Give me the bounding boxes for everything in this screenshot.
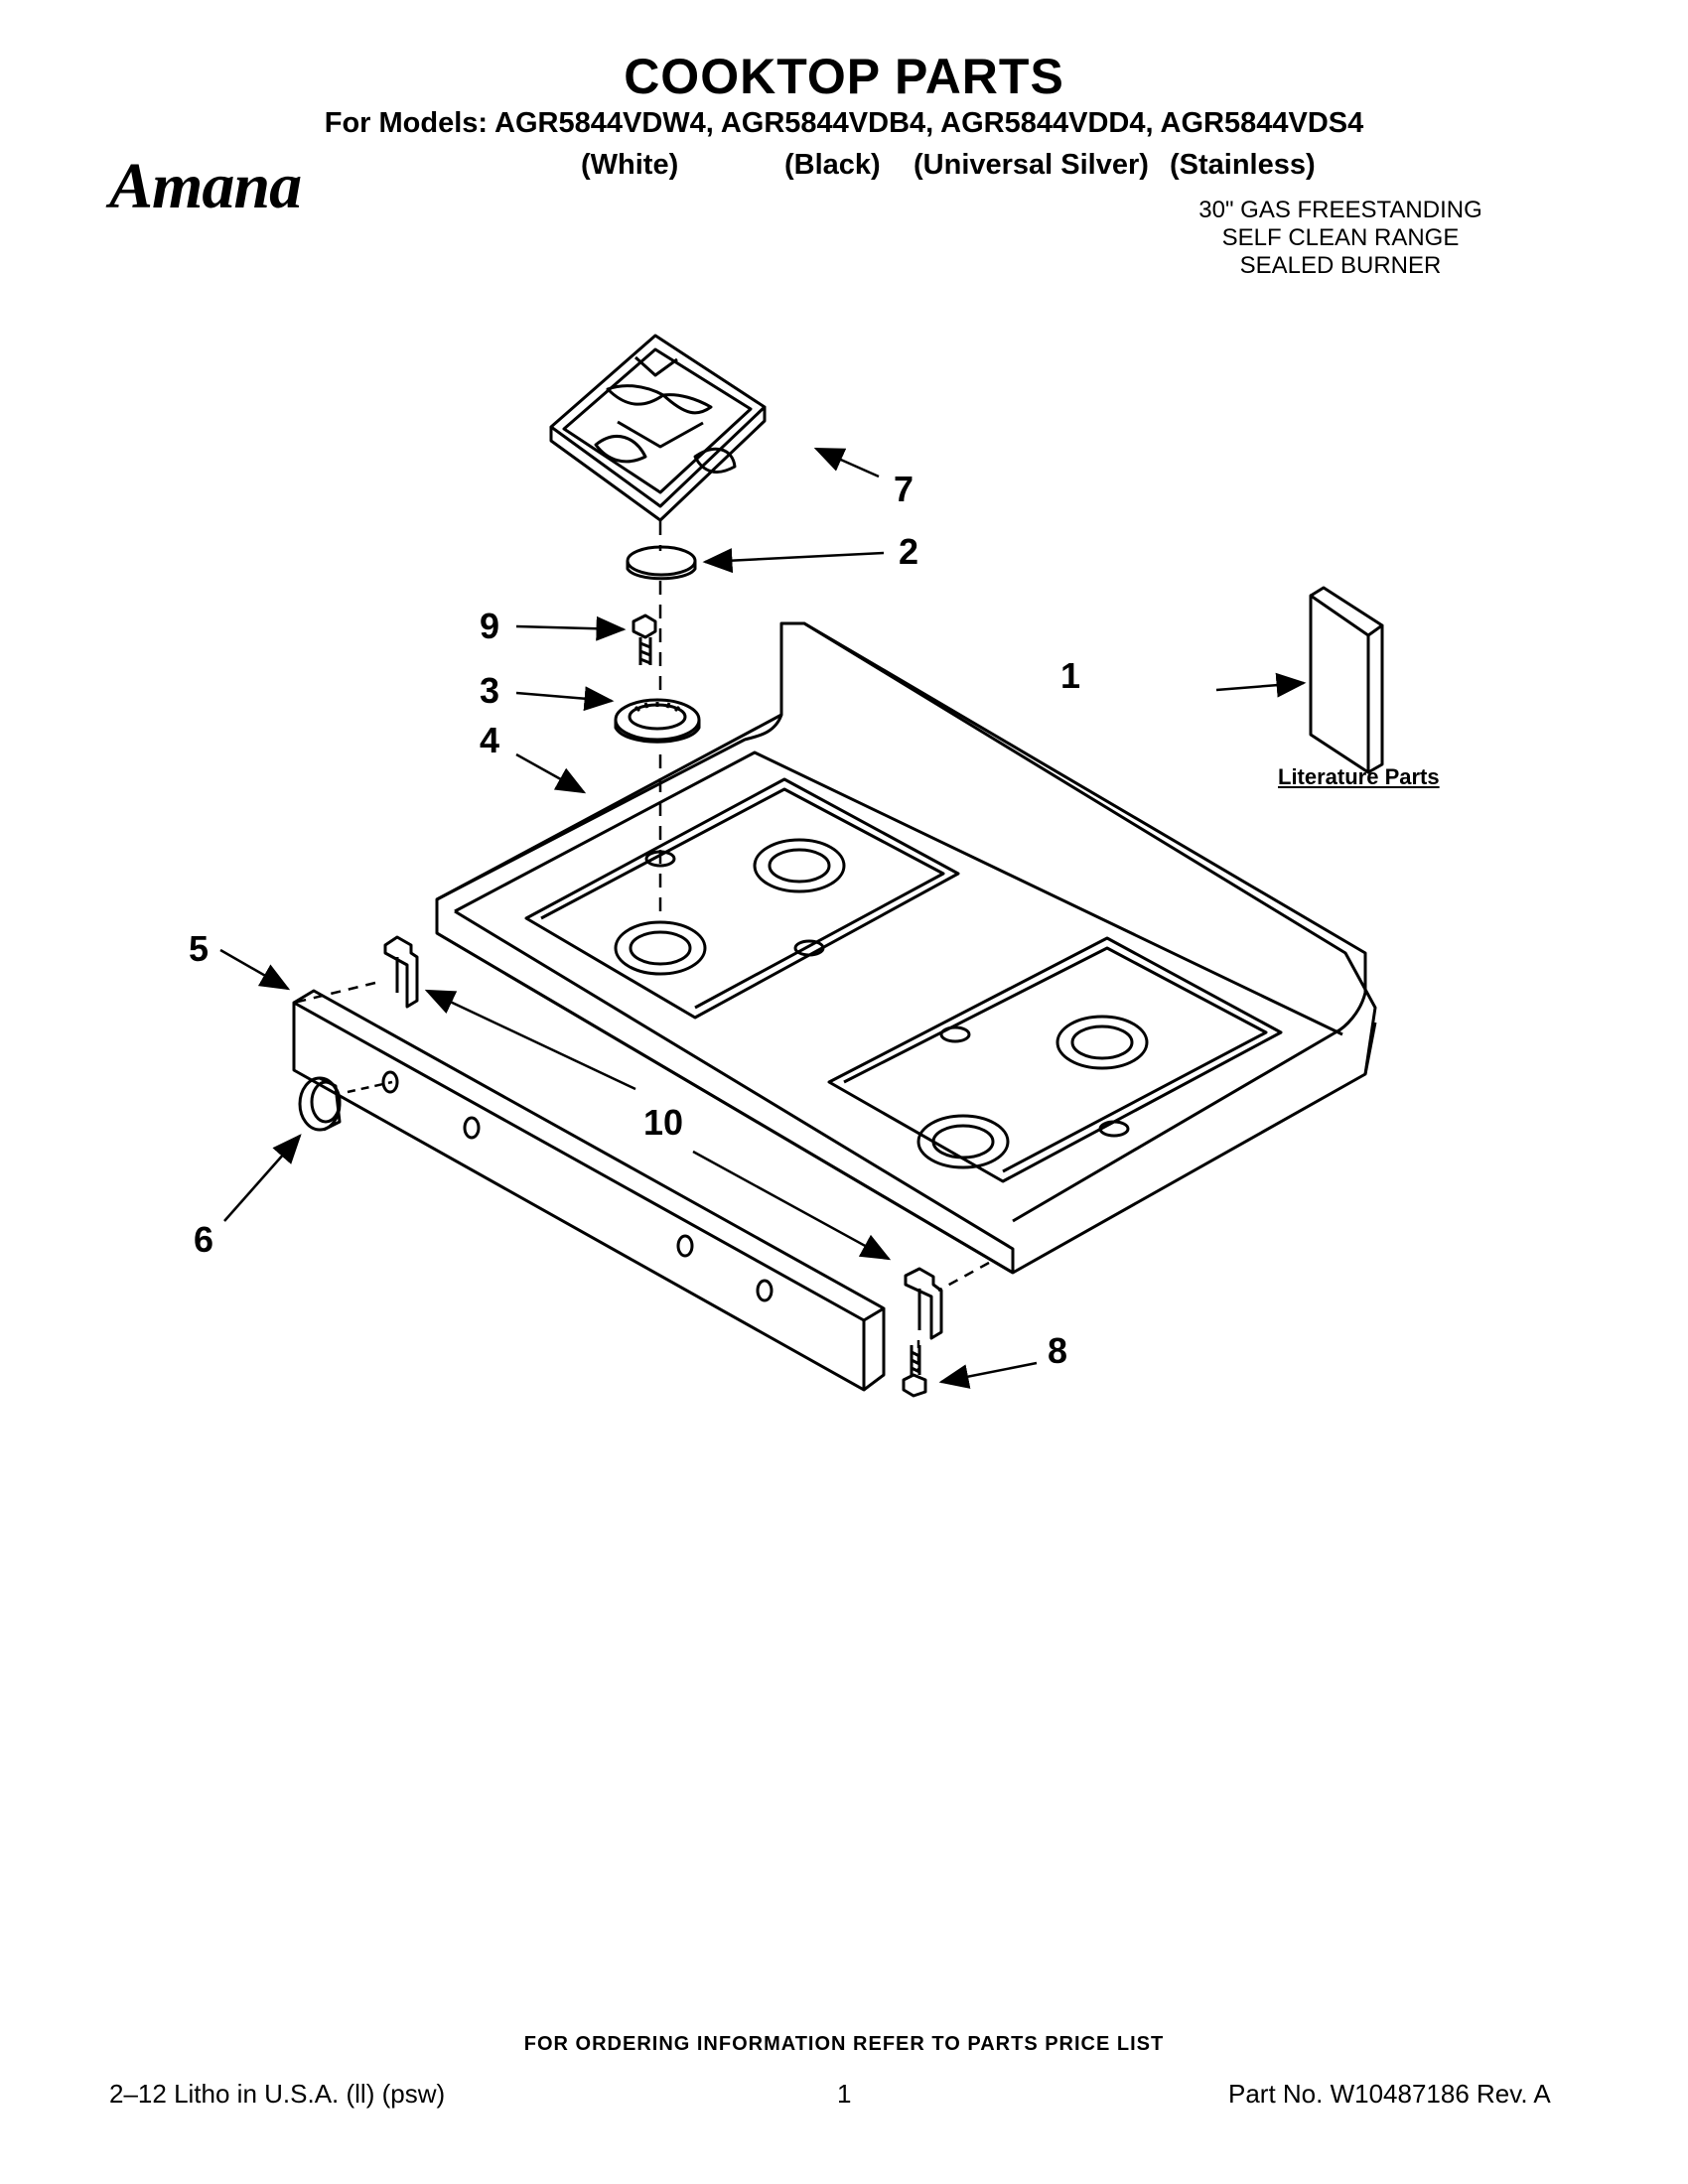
ordering-note: FOR ORDERING INFORMATION REFER TO PARTS … bbox=[523, 2033, 1165, 2055]
color-stainless: (Stainless) bbox=[1170, 149, 1316, 181]
left-bracket-part bbox=[383, 935, 419, 1009]
callout-8: 8 bbox=[1048, 1330, 1068, 1371]
description-line-1: 30" GAS FREESTANDING bbox=[1198, 197, 1482, 223]
knob-part bbox=[298, 1076, 342, 1132]
description-line-3: SEALED BURNER bbox=[1239, 252, 1442, 279]
grate-part bbox=[549, 334, 767, 522]
bottom-screw-part bbox=[902, 1345, 927, 1398]
manifold-panel-part bbox=[292, 989, 886, 1392]
amana-logo: Amana bbox=[109, 150, 302, 222]
description-line-2: SELF CLEAN RANGE bbox=[1221, 224, 1460, 251]
cooktop-part bbox=[435, 621, 1377, 1275]
burner-base-part bbox=[614, 698, 701, 744]
screw-part bbox=[632, 614, 657, 665]
color-white: (White) bbox=[581, 149, 679, 181]
right-bracket-part bbox=[904, 1267, 943, 1340]
callout-3: 3 bbox=[480, 670, 500, 711]
part-number: Part No. W10487186 Rev. A bbox=[1228, 2079, 1551, 2109]
callout-2: 2 bbox=[899, 531, 919, 572]
literature-parts-label: Literature Parts bbox=[1278, 764, 1440, 789]
callout-7: 7 bbox=[894, 469, 914, 509]
callout-6: 6 bbox=[194, 1219, 214, 1260]
callout-10: 10 bbox=[643, 1102, 684, 1143]
litho-info: 2–12 Litho in U.S.A. (ll) (psw) bbox=[109, 2079, 446, 2109]
callout-5: 5 bbox=[189, 928, 210, 969]
page-title: COOKTOP PARTS bbox=[624, 49, 1064, 104]
color-universal-silver: (Universal Silver) bbox=[914, 149, 1149, 181]
burner-cap-part bbox=[626, 545, 697, 581]
color-black: (Black) bbox=[784, 149, 881, 181]
product-description: 30" GAS FREESTANDING SELF CLEAN RANGE SE… bbox=[1142, 197, 1539, 280]
page-number: 1 bbox=[837, 2079, 852, 2109]
callout-9: 9 bbox=[480, 606, 500, 646]
callout-1: 1 bbox=[1060, 655, 1081, 696]
models-line: For Models: AGR5844VDW4, AGR5844VDB4, AG… bbox=[324, 107, 1364, 139]
literature-part bbox=[1309, 586, 1384, 774]
callout-4: 4 bbox=[480, 720, 500, 760]
